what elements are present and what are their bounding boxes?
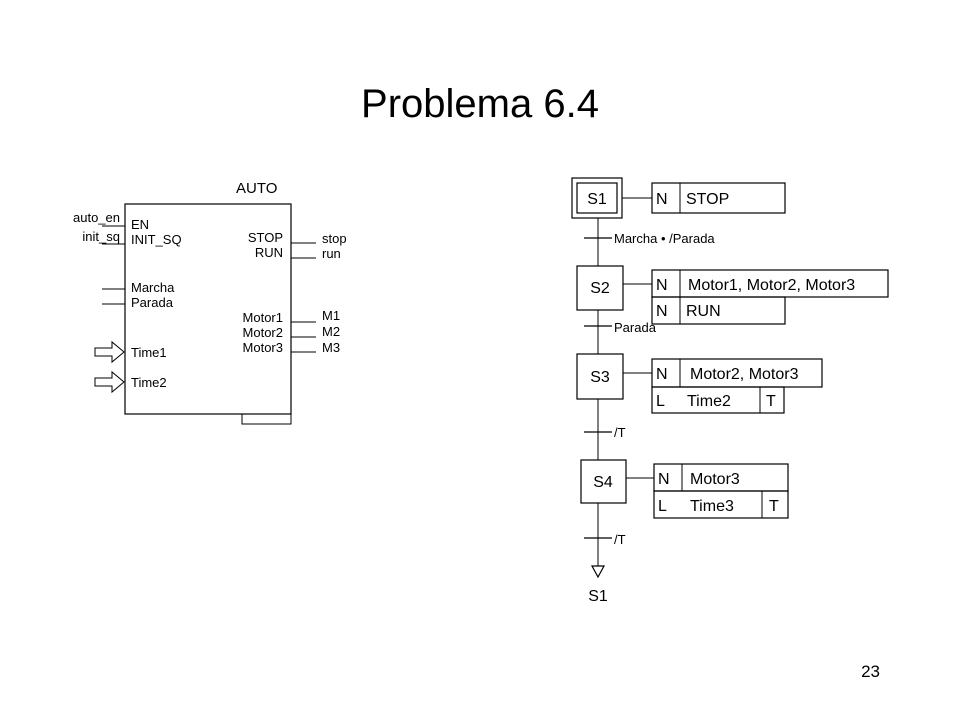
action-block-s3: N Motor2, Motor3 L Time2 T: [651, 358, 823, 414]
action-s3-1-qualifier: L: [656, 393, 665, 410]
pin-parada: Parada: [131, 295, 174, 310]
step-s1-label: S1: [587, 191, 607, 208]
signal-stop: stop: [322, 231, 347, 246]
pin-run: RUN: [255, 245, 283, 260]
step-s4-box: [580, 459, 627, 504]
pin-stop: STOP: [248, 230, 283, 245]
action-block-s4: N Motor3 L Time3 T: [653, 463, 789, 519]
step-s4: S4: [580, 459, 627, 504]
action-s1-0-box: [651, 182, 786, 214]
step-s2-box: [576, 265, 624, 311]
time1-arrow-icon: [94, 340, 125, 364]
action-block-s1: N STOP: [651, 182, 786, 214]
jump-arrow-icon: [590, 565, 606, 579]
step-s1-inner: [576, 182, 618, 214]
transition-2-condition: Parada: [614, 320, 657, 335]
pin-motor1: Motor1: [243, 310, 283, 325]
block-body: [124, 203, 292, 415]
page-number: 23: [861, 662, 880, 681]
page-title: Problema 6.4: [361, 82, 599, 126]
time2-arrow-icon: [94, 370, 125, 394]
action-s4-1-text: Time3: [690, 498, 734, 515]
step-s3-box: [576, 353, 624, 400]
signal-m3: M3: [322, 340, 340, 355]
action-s4-0-text: Motor3: [690, 471, 740, 488]
action-s1-0-qualifier: N: [656, 191, 668, 208]
action-s2-1-qualifier: N: [656, 303, 668, 320]
function-block-auto: AUTO auto_en init_sq EN INIT_SQ Marcha P…: [73, 180, 347, 425]
pin-time1: Time1: [131, 345, 167, 360]
pin-motor2: Motor2: [243, 325, 283, 340]
step-s2: S2: [576, 265, 624, 311]
action-block-s2: N Motor1, Motor2, Motor3 N RUN: [651, 269, 889, 325]
pin-motor3: Motor3: [243, 340, 283, 355]
transition-4-condition: /T: [614, 532, 626, 547]
step-s3: S3: [576, 353, 624, 400]
action-s1-0-text: STOP: [686, 191, 729, 208]
transition-3-condition: /T: [614, 425, 626, 440]
signal-m1: M1: [322, 308, 340, 323]
pin-time2: Time2: [131, 375, 167, 390]
block-footer-tab: [241, 413, 292, 425]
pin-marcha: Marcha: [131, 280, 175, 295]
signal-m2: M2: [322, 324, 340, 339]
action-s2-0-qualifier: N: [656, 277, 668, 294]
action-s3-1-flag: T: [766, 393, 776, 410]
action-s3-0-qualifier: N: [656, 366, 668, 383]
signal-init-sq: init_sq: [82, 229, 120, 244]
action-s3-0-text: Motor2, Motor3: [690, 366, 799, 383]
action-s4-0-qualifier: N: [658, 471, 670, 488]
pin-en: EN: [131, 217, 149, 232]
action-s4-1-qualifier: L: [658, 498, 667, 515]
action-s2-0-text: Motor1, Motor2, Motor3: [688, 277, 855, 294]
step-s2-label: S2: [590, 280, 610, 297]
action-s4-1-flag: T: [769, 498, 779, 515]
step-s3-label: S3: [590, 369, 610, 386]
pin-init-sq: INIT_SQ: [131, 232, 182, 247]
block-name: AUTO: [236, 180, 277, 197]
action-s3-1-text: Time2: [687, 393, 731, 410]
action-s3-1-box: [651, 386, 785, 414]
action-s2-1-text: RUN: [686, 303, 721, 320]
action-s2-1-box: [651, 296, 786, 325]
grafcet: S1 N STOP Marcha • /Parada S2 N Motor1, …: [571, 177, 889, 605]
action-s4-1-box: [653, 490, 789, 519]
step-s4-label: S4: [593, 474, 613, 491]
transition-1-condition: Marcha • /Parada: [614, 231, 715, 246]
jump-target-label: S1: [588, 588, 608, 605]
step-s1: S1: [571, 177, 623, 219]
signal-auto-en: auto_en: [73, 210, 120, 225]
signal-run: run: [322, 246, 341, 261]
